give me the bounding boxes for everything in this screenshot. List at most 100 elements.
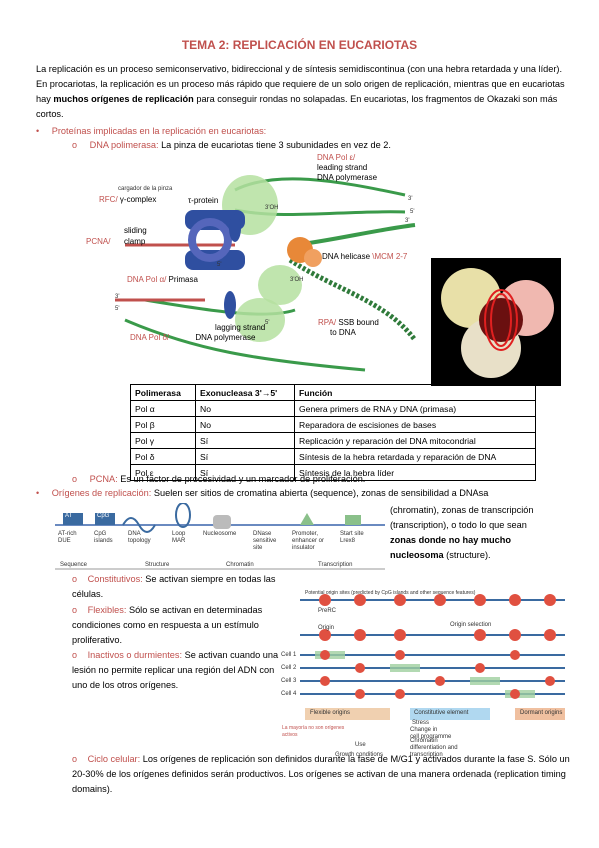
table-row: Pol δ Sí Síntesis de la hebra retardada …: [130, 448, 536, 465]
table-cell: Reparadora de escisiones de bases: [294, 416, 536, 433]
dna-pol-line: o DNA polimerasa: La pinza de eucariotas…: [72, 140, 391, 150]
prime-3-c: 3': [405, 218, 410, 224]
pcna-line-label: PCNA:: [89, 474, 118, 484]
dna-pol-label: DNA polimerasa:: [89, 140, 159, 150]
cpg-tag: CpG: [97, 513, 110, 519]
pcna-line-text: Es un factor de procesividad y un marcad…: [117, 474, 366, 484]
pol-delta-shape: [235, 298, 285, 342]
intro-text-1: La replicación es un proceso semiconserv…: [36, 64, 565, 104]
intro-text-2: para conseguir rondas no solapadas. En e…: [36, 94, 558, 119]
origin-usage-diagram: [300, 594, 565, 720]
table-cell: Pol α: [130, 400, 196, 417]
pcna-label: PCNA/: [86, 237, 111, 246]
table-cell: Pol δ: [130, 448, 196, 465]
pcna-structure-image: [431, 258, 561, 386]
dna-pol-text: La pinza de eucariotas tiene 3 subunidad…: [158, 140, 391, 150]
cell-label: Cell 1: [281, 652, 297, 658]
prime-5-a: 5': [410, 209, 415, 215]
circle-bullet-icon: o: [72, 650, 78, 660]
table-cell: Sí: [195, 448, 295, 465]
growth-label: Growth conditions: [335, 752, 384, 758]
origins-text-1: Suelen ser sitios de cromatina abierta (…: [151, 488, 489, 498]
leading-label: leading strand: [317, 163, 368, 172]
ssb-coated-strand: [288, 257, 417, 342]
lagging-label: lagging strand: [215, 323, 266, 332]
clamp-top: [229, 214, 241, 242]
table-cell: Sí: [195, 464, 295, 481]
origin-type-dormant: o Inactivos o durmientes: Se activan cua…: [72, 650, 279, 690]
table-cell: Genera primers de RNA y DNA (primasa): [294, 400, 536, 417]
dormant-label: Dormant origins: [520, 710, 563, 716]
table-cell: Sí: [195, 432, 295, 449]
oh-label-2: 3'OH: [290, 277, 304, 283]
origin-type-flexible: o Flexibles: Sólo se activan en determin…: [72, 605, 263, 645]
table-cell: Síntesis de la hebra líder: [294, 464, 536, 481]
replication-fork-diagram: [115, 175, 417, 372]
origins-continuation: (chromatin), zonas de transcripción (tra…: [390, 503, 570, 563]
stress-label: Stress: [412, 720, 430, 726]
table-cell: No: [195, 416, 295, 433]
table-cell: No: [195, 400, 295, 417]
category-label: Transcription: [318, 562, 353, 568]
prime-5-b: 5': [115, 306, 120, 312]
circle-bullet-icon: o: [72, 605, 78, 615]
page-title: TEMA 2: REPLICACIÓN EN EUCARIOTAS: [181, 38, 418, 52]
cell-label: Cell 3: [281, 678, 297, 684]
prime-3-b: 3': [115, 294, 120, 300]
majority-note: La mayoría no son orígenes activos: [282, 725, 345, 738]
rpa-label: RPA/ SSB bound: [318, 318, 379, 327]
table-header: Polimerasa: [130, 384, 196, 401]
potential-origins-label: Potential origin sites (predicted by CpG…: [305, 590, 476, 596]
ssb-label-2: to DNA: [330, 328, 356, 337]
cycle-text: Los orígenes de replicación son definido…: [72, 754, 570, 794]
pol-delta-label: DNA Pol δ/ DNA polymerase: [130, 333, 256, 342]
table-row: Pol γ Sí Replicación y reparación del DN…: [130, 432, 536, 449]
pol-alpha-label: DNA Pol α/ Primasa: [127, 275, 198, 284]
rfc-label: RFC/ γ-complex: [99, 195, 157, 204]
table-cell: Pol β: [130, 416, 196, 433]
helicase-shape-2: [304, 249, 322, 267]
bullet-icon: •: [36, 488, 40, 498]
pol-epsilon-label: DNA Pol ε/: [317, 153, 356, 162]
intro-paragraph: La replicación es un proceso semiconserv…: [36, 62, 566, 122]
dna-duplex-path: [294, 223, 416, 247]
origins-text-3: (transcription), o todo lo que sean: [390, 520, 527, 530]
prerc-label: PreRC: [318, 608, 337, 614]
table-header-row: Polimerasa Exonucleasa 3'→5' Función: [130, 384, 536, 401]
circle-bullet-icon: o: [72, 754, 78, 764]
cell-cycle-paragraph: o Ciclo celular: Los orígenes de replica…: [72, 752, 572, 797]
leading-label-2: DNA polymerase: [317, 173, 378, 182]
section-proteins-label: Proteínas implicadas en la replicación e…: [51, 126, 267, 136]
origin-features-diagram: [55, 503, 385, 570]
table-row: Pol β No Reparadora de escisiones de bas…: [130, 416, 536, 433]
cycle-label: Ciclo celular:: [87, 754, 141, 764]
table-row: Pol ε Sí Síntesis de la hebra líder: [130, 464, 536, 481]
origins-label: Orígenes de replicación:: [51, 488, 152, 498]
table-header: Función: [294, 384, 536, 401]
prime-3-a: 3': [408, 196, 413, 202]
clamp-label: clamp: [124, 237, 146, 246]
helicase-label: DNA helicase \MCM 2-7: [322, 252, 408, 261]
circle-bullet-icon: o: [72, 474, 78, 484]
origin-selection-label: Origin selection: [450, 622, 492, 628]
table-cell: Síntesis de la hebra retardada y reparac…: [294, 448, 536, 465]
intro-bold: muchos orígenes de replicación: [53, 94, 194, 104]
cell-label: Cell 2: [281, 665, 297, 671]
feature-label: Nucleosome: [203, 531, 237, 537]
at-tag: AT: [65, 513, 73, 519]
bullet-icon: •: [36, 126, 40, 136]
table-row: Pol α No Genera primers de RNA y DNA (pr…: [130, 400, 536, 417]
cell-label: Cell 4: [281, 691, 297, 697]
use-label: Use: [355, 742, 366, 748]
origin-label: Origin: [318, 625, 335, 631]
origins-bold-1: zonas donde no hay mucho: [390, 535, 511, 545]
pol-alpha-shape: [258, 265, 302, 305]
